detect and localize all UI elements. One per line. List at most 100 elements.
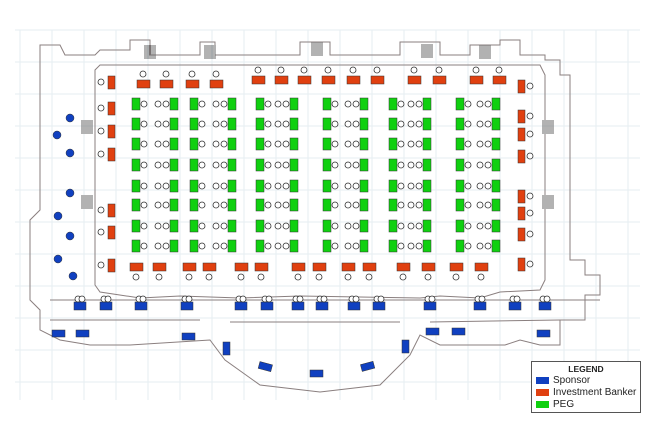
peg-table [189,137,199,151]
sponsor-table [315,301,329,311]
chair-icon [274,161,282,169]
peg-table [491,158,501,172]
chair-icon [162,140,170,148]
peg-table [255,97,265,111]
chair-icon [344,100,352,108]
peg-table [322,158,332,172]
peg-table [455,137,465,151]
chair-icon [154,140,162,148]
chair-icon [212,201,220,209]
peg-table [255,117,265,131]
peg-table [322,137,332,151]
peg-table [289,117,299,131]
chair-icon [274,201,282,209]
chair-icon [185,273,193,281]
peg-table [189,219,199,233]
chair-icon [198,161,206,169]
chair-icon [282,201,290,209]
peg-table [422,158,432,172]
chair-icon [464,100,472,108]
chair-icon [407,222,415,230]
sponsor-table [309,369,324,378]
chair-icon [397,120,405,128]
peg-table [227,219,237,233]
chair-icon [464,201,472,209]
chair-icon [407,100,415,108]
chair-icon [464,120,472,128]
chair-icon [415,222,423,230]
chair-icon [154,182,162,190]
chair-icon [140,201,148,209]
chair-icon [154,120,162,128]
investment-banker-table [182,262,197,272]
chair-icon [352,161,360,169]
sponsor-table [260,301,274,311]
investment-banker-table [274,75,289,85]
peg-table [455,158,465,172]
chair-icon [464,222,472,230]
investment-banker-table [492,75,507,85]
investment-banker-table [432,75,447,85]
peg-table [189,117,199,131]
chair-icon [484,161,492,169]
investment-banker-table [234,262,249,272]
investment-banker-table [346,75,361,85]
investment-banker-table [474,262,489,272]
chair-icon [349,66,357,74]
chair-icon [154,100,162,108]
peg-table [491,198,501,212]
chair-icon [282,161,290,169]
peg-table [491,137,501,151]
investment-banker-table [129,262,144,272]
peg-table [289,198,299,212]
investment-banker-table [251,75,266,85]
peg-table [189,158,199,172]
sponsor-table [347,301,361,311]
sponsor-table [53,254,63,264]
chair-icon [162,161,170,169]
chair-icon [513,295,521,303]
investment-banker-table [312,262,327,272]
chair-icon [478,295,486,303]
chair-icon [352,242,360,250]
peg-table [359,179,369,193]
chair-icon [476,242,484,250]
peg-table [359,117,369,131]
chair-icon [154,161,162,169]
chair-icon [239,295,247,303]
peg-table [169,198,179,212]
chair-icon [331,100,339,108]
legend-label: Sponsor [553,374,591,386]
chair-icon [220,120,228,128]
chair-icon [484,182,492,190]
peg-table [255,137,265,151]
peg-table [131,198,141,212]
sponsor-table [65,148,75,158]
chair-icon [154,201,162,209]
chair-icon [331,120,339,128]
tables [51,66,552,378]
chair-icon [415,120,423,128]
peg-table [388,137,398,151]
chair-icon [377,295,385,303]
investment-banker-swatch [536,388,549,396]
chair-icon [373,66,381,74]
sponsor-table [538,301,552,311]
investment-banker-table [341,262,356,272]
chair-icon [410,66,418,74]
peg-table [359,137,369,151]
legend-item-sponsor: Sponsor [536,374,640,386]
chair-icon [188,70,196,78]
chair-icon [162,242,170,250]
chair-icon [484,242,492,250]
chair-icon [277,66,285,74]
investment-banker-table [107,258,116,273]
investment-banker-table [107,203,116,218]
chair-icon [415,100,423,108]
peg-table [169,179,179,193]
chair-icon [140,120,148,128]
peg-table [322,219,332,233]
chair-icon [198,140,206,148]
sponsor-table [52,130,62,140]
investment-banker-table [291,262,306,272]
